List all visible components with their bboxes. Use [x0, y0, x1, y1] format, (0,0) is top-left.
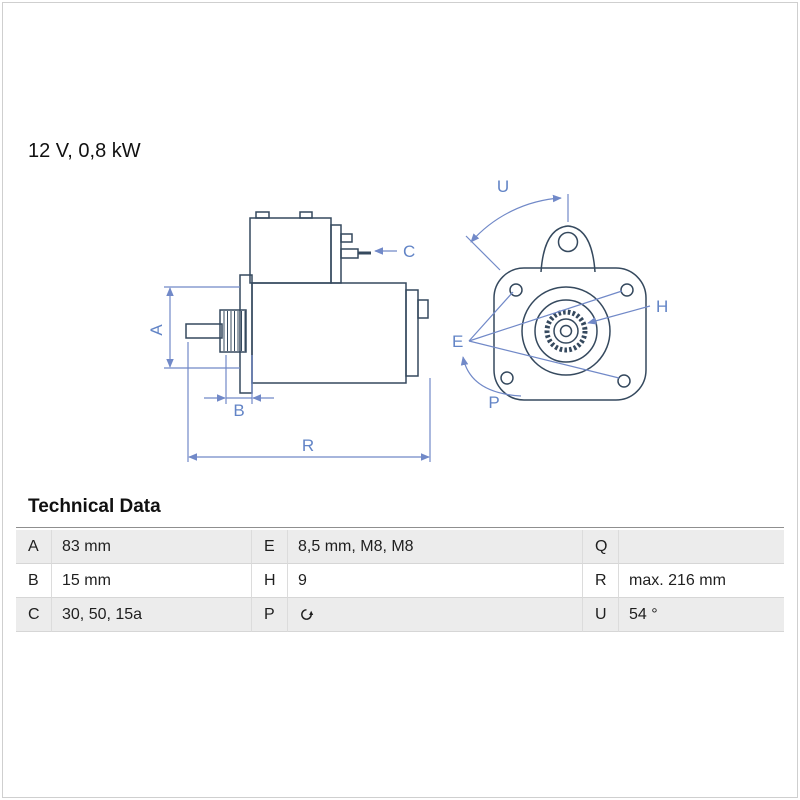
- dimension-B: [204, 355, 274, 404]
- motor-side-view: [185, 211, 429, 394]
- spec-key-R: R: [583, 564, 619, 598]
- shaft: [185, 323, 223, 339]
- spec-key-H: H: [252, 564, 288, 598]
- dim-label-P: P: [488, 393, 499, 412]
- dim-label-U: U: [497, 177, 509, 196]
- gear-teeth-ring: [544, 309, 588, 353]
- spec-value-A: 83 mm: [52, 530, 252, 564]
- spec-value-Q: [619, 530, 784, 564]
- dimension-H: [587, 305, 651, 325]
- dimension-U: [465, 194, 569, 271]
- spec-value-H: 9: [288, 564, 583, 598]
- bearing-boss-and-gear: [521, 286, 611, 376]
- dimension-E: [468, 290, 623, 379]
- ear-hole: [557, 231, 579, 253]
- pinion-gear: [219, 309, 247, 353]
- technical-data-table: A 83 mm E 8,5 mm, M8, M8 Q B 15 mm H 9 R…: [16, 530, 784, 632]
- motor-body: [251, 282, 429, 384]
- spec-value-E: 8,5 mm, M8, M8: [288, 530, 583, 564]
- table-row: C 30, 50, 15a P U 54 °: [16, 598, 784, 632]
- table-row: A 83 mm E 8,5 mm, M8, M8 Q: [16, 530, 784, 564]
- dim-label-E: E: [452, 332, 463, 351]
- spec-key-Q: Q: [583, 530, 619, 564]
- spec-value-B: 15 mm: [52, 564, 252, 598]
- spec-key-P: P: [252, 598, 288, 632]
- spec-value-U: 54 °: [619, 598, 784, 632]
- dimension-A: [164, 286, 240, 369]
- technical-data-heading: Technical Data: [16, 496, 784, 528]
- dimensions-side-view: [164, 247, 431, 462]
- dimension-P: [460, 356, 522, 397]
- dim-label-H: H: [656, 297, 668, 316]
- dim-label-A: A: [147, 324, 166, 336]
- spec-key-U: U: [583, 598, 619, 632]
- spec-value-C: 30, 50, 15a: [52, 598, 252, 632]
- technical-drawing: A B C R U H E P: [147, 177, 668, 462]
- motor-front-view: [493, 225, 647, 401]
- spec-key-C: C: [16, 598, 52, 632]
- spec-key-B: B: [16, 564, 52, 598]
- solenoid: [249, 211, 371, 284]
- dim-label-C: C: [403, 242, 415, 261]
- product-spec-title: 12 V, 0,8 kW: [28, 140, 141, 162]
- dimension-R: [187, 342, 431, 462]
- mounting-holes: [500, 283, 634, 388]
- rotation-ccw-icon: [298, 606, 315, 623]
- dimension-labels: A B C R U H E P: [147, 177, 668, 455]
- spec-value-P: [288, 598, 583, 632]
- dim-label-R: R: [302, 436, 314, 455]
- dim-label-B: B: [233, 401, 244, 420]
- spec-value-R: max. 216 mm: [619, 564, 784, 598]
- spec-key-A: A: [16, 530, 52, 564]
- dimensions-front-view: [460, 194, 651, 397]
- spec-key-E: E: [252, 530, 288, 564]
- table-row: B 15 mm H 9 R max. 216 mm: [16, 564, 784, 598]
